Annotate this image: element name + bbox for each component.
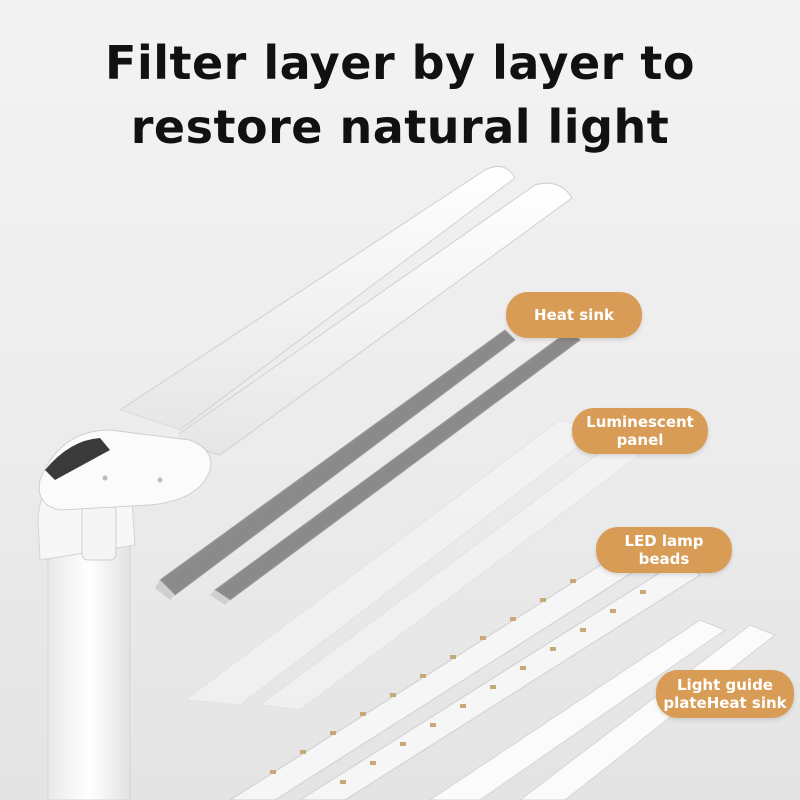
heat-sink-layer <box>155 329 581 605</box>
callout-luminescent-line1: Luminescent <box>586 413 694 431</box>
headline-line-2: restore natural light <box>130 100 670 154</box>
callout-heat-sink-label: Heat sink <box>534 306 614 324</box>
callout-led-line2: beads <box>638 550 690 568</box>
callout-guide-line1: Light guide <box>677 676 773 694</box>
led-strip-layer <box>229 539 701 800</box>
callout-heat-sink: Heat sink <box>506 292 642 338</box>
callout-led-beads: LED lamp beads <box>596 527 732 573</box>
callout-luminescent-line2: panel <box>616 431 664 449</box>
callout-led-line1: LED lamp <box>624 532 704 550</box>
headline-line-1: Filter layer by layer to <box>105 36 695 90</box>
callout-guide-line2: plateHeat sink <box>663 694 787 712</box>
callout-light-guide: Light guide plateHeat sink <box>656 670 794 718</box>
lamp-head <box>38 165 573 511</box>
lamp-pole <box>37 469 136 800</box>
callout-luminescent-panel: Luminescent panel <box>572 408 708 454</box>
